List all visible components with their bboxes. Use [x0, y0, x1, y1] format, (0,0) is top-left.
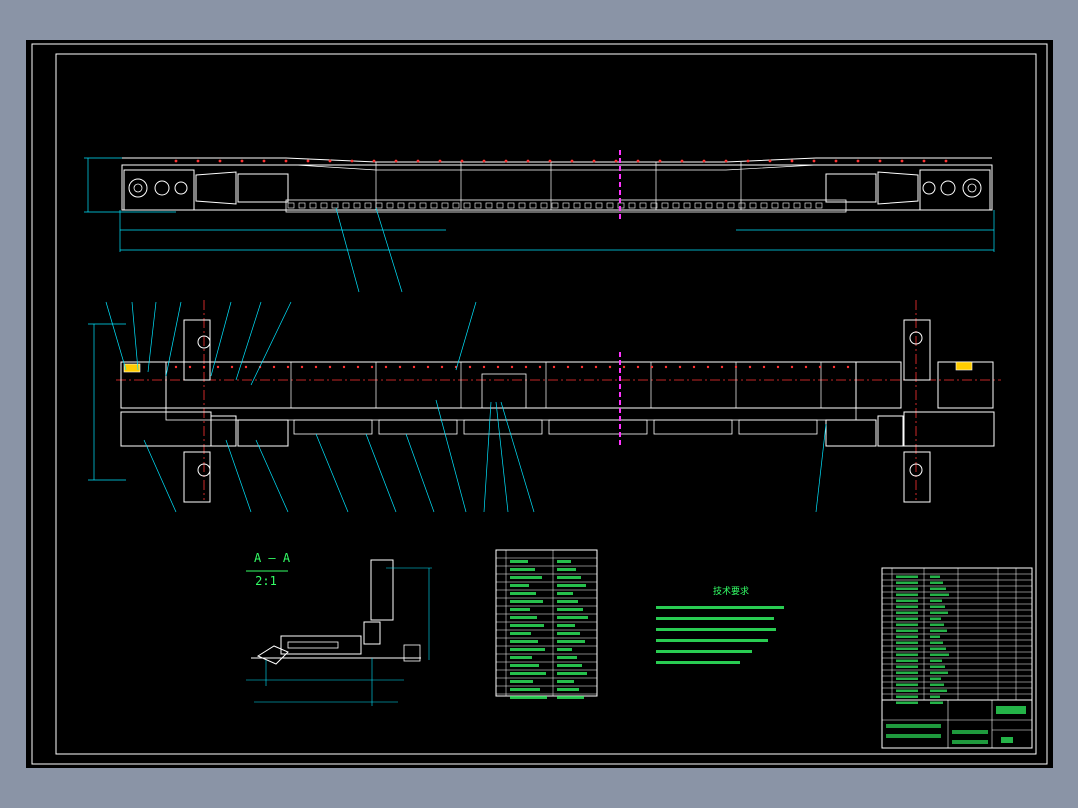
section-scale: 2:1 — [255, 574, 277, 588]
title-block — [881, 567, 1033, 749]
technical-requirements: 技术要求 — [656, 585, 784, 664]
elevation-view — [84, 150, 995, 293]
plan-view — [88, 300, 1001, 513]
section-view: A — A 2:1 — [246, 551, 432, 706]
inner-frame — [55, 53, 1037, 755]
drawing-sheet: A — A 2:1 技术要求 — [26, 40, 1053, 768]
tech-req-title: 技术要求 — [713, 585, 749, 597]
section-title: A — A — [254, 551, 291, 565]
cad-drawing: A — A 2:1 技术要求 — [31, 43, 1048, 765]
outer-frame — [31, 43, 1048, 765]
middle-table — [495, 549, 598, 699]
